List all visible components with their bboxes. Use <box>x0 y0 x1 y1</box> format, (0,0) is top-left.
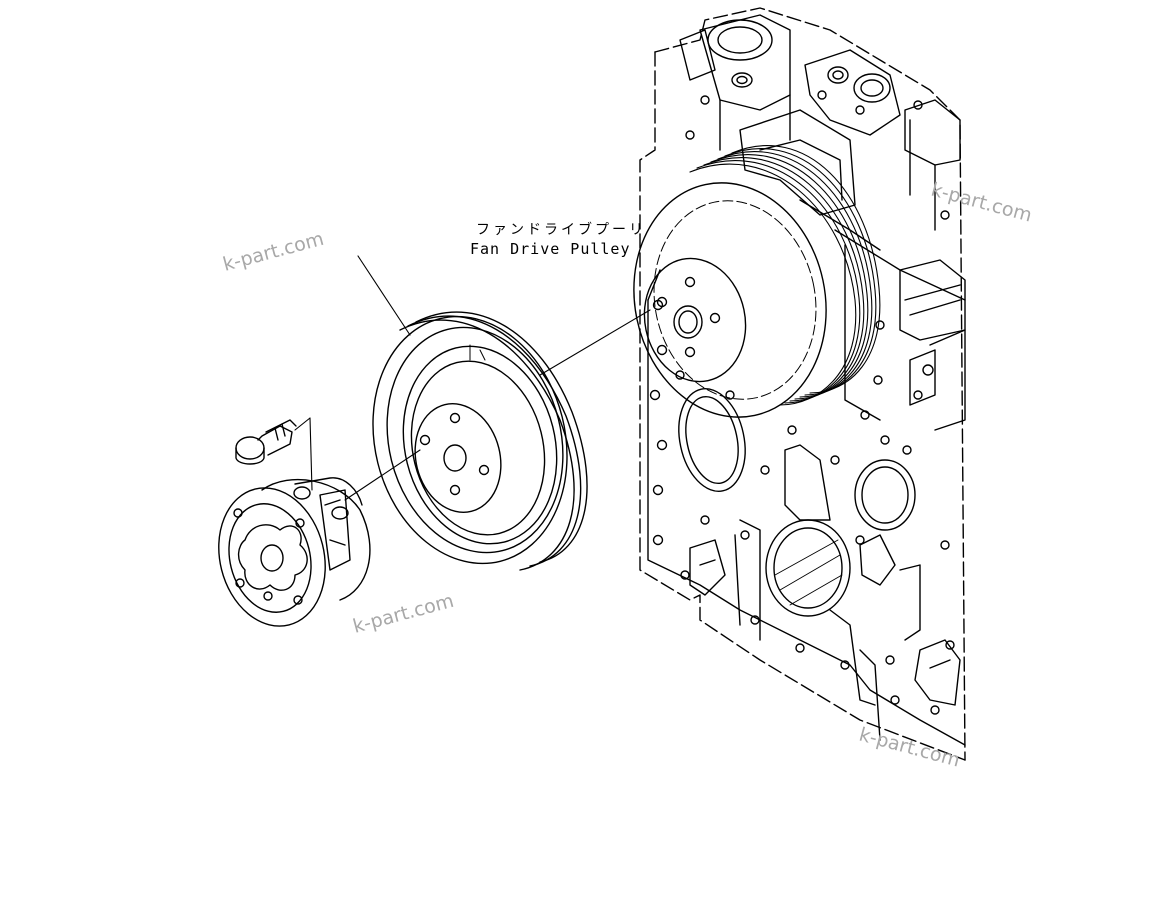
pulley-spacer <box>218 477 371 627</box>
callout-label: ファンドライブプーリ Fan Drive Pulley <box>470 221 646 258</box>
engine-front-case <box>639 7 966 761</box>
flange-bolt <box>235 419 297 465</box>
mounted-fan-drive-pulley <box>633 145 881 418</box>
exploded-fan-drive-pulley <box>372 311 588 571</box>
leader-lines <box>294 255 651 501</box>
mounting-holes <box>649 95 955 715</box>
callout-japanese: ファンドライブプーリ <box>476 221 646 238</box>
callout-english: Fan Drive Pulley <box>470 240 631 258</box>
watermark: k-part.com <box>351 590 457 638</box>
watermark: k-part.com <box>857 724 963 772</box>
watermark: k-part.com <box>221 228 327 276</box>
